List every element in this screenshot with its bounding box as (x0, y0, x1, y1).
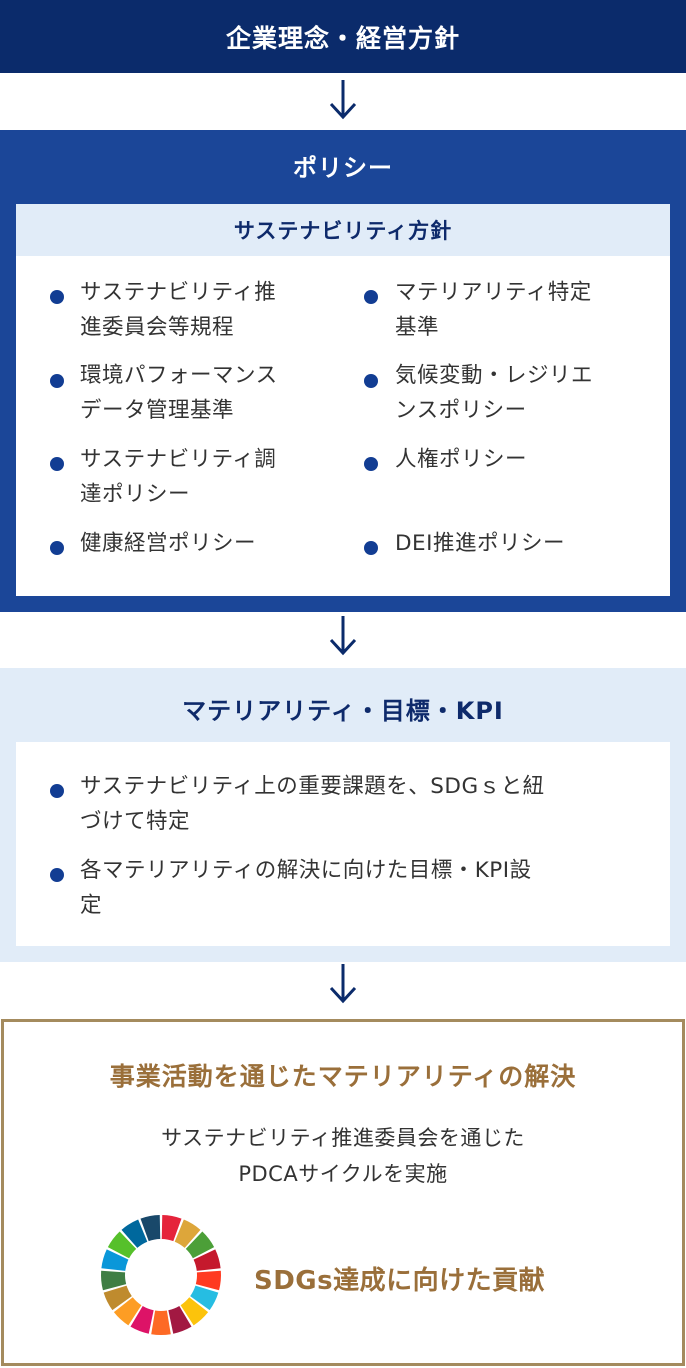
bullet-dot (364, 457, 378, 471)
sdg-wheel-segment (190, 1285, 219, 1311)
down-arrow-icon (329, 616, 357, 656)
policy-item-line: 達ポリシー (80, 482, 191, 507)
policy-item-line: 健康経営ポリシー (80, 531, 257, 556)
policy-item: 健康経営ポリシー (80, 526, 342, 561)
materiality-item-line: づけて特定 (80, 809, 191, 834)
pdca-description-line: PDCAサイクルを実施 (238, 1162, 448, 1186)
bullet-dot (364, 290, 378, 304)
sdg-wheel-segment (161, 1215, 182, 1242)
sdg-wheel-segment (103, 1285, 132, 1311)
materiality-item-line: サステナビリティ上の重要課題を、SDGｓと紐 (80, 774, 545, 799)
policy-item-line: 進委員会等規程 (80, 315, 235, 340)
bullet-dot (50, 290, 64, 304)
bullet-dot (50, 374, 64, 388)
materiality-box (16, 742, 670, 946)
sdg-wheel-segment (113, 1297, 142, 1326)
sdg-wheel-segment (180, 1297, 209, 1326)
materiality-item: 各マテリアリティの解決に向けた目標・KPI設 定 (80, 853, 630, 923)
sdg-wheel-segment (101, 1249, 129, 1271)
materiality-item: サステナビリティ上の重要課題を、SDGｓと紐 づけて特定 (80, 769, 630, 839)
bullet-dot (50, 868, 64, 882)
down-arrow-icon (329, 80, 357, 120)
policy-item: サステナビリティ推 進委員会等規程 (80, 275, 342, 345)
policy-item-line: DEI推進ポリシー (395, 531, 565, 556)
policy-item-line: サステナビリティ推 (80, 280, 277, 305)
sdg-wheel-segment (195, 1270, 221, 1291)
sdg-wheel-segment (101, 1270, 127, 1291)
sdg-wheel-segment (174, 1219, 201, 1248)
sdg-wheel-segment (185, 1231, 215, 1259)
policy-item-line: 環境パフォーマンス (80, 363, 278, 388)
policy-item-line: ンスポリシー (395, 398, 527, 423)
materiality-item-line: 定 (80, 893, 103, 918)
policy-item-line: サステナビリティ調 (80, 447, 277, 472)
policy-item-line: 基準 (395, 315, 440, 340)
policy-item: マテリアリティ特定 基準 (395, 275, 657, 345)
policy-item-line: マテリアリティ特定 (395, 280, 592, 305)
bullet-dot (50, 457, 64, 471)
policy-box (16, 204, 670, 596)
sdg-wheel-segment (107, 1231, 137, 1259)
pdca-description-line: サステナビリティ推進委員会を通じた (161, 1126, 525, 1150)
sdg-wheel-segment (130, 1305, 154, 1334)
policy-item-line: データ管理基準 (80, 398, 235, 423)
materiality-item-line: 各マテリアリティの解決に向けた目標・KPI設 (80, 858, 532, 883)
policy-item: 人権ポリシー (395, 442, 657, 477)
policy-item: 環境パフォーマンス データ管理基準 (80, 358, 342, 428)
materiality-title: マテリアリティ・目標・KPI (182, 697, 504, 725)
sdg-wheel-segment (168, 1305, 192, 1334)
bullet-dot (364, 541, 378, 555)
bullet-dot (364, 374, 378, 388)
sdg-contribution-label: SDGs達成に向けた貢献 (254, 1266, 546, 1296)
philosophy-header: 企業理念・経営方針 (0, 0, 686, 73)
bullet-dot (50, 541, 64, 555)
sdg-wheel-icon (101, 1215, 221, 1335)
down-arrow-icon (329, 964, 357, 1004)
policy-item: DEI推進ポリシー (395, 526, 657, 561)
business-activity-title: 事業活動を通じたマテリアリティの解決 (109, 1062, 577, 1091)
policy-item: サステナビリティ調 達ポリシー (80, 442, 342, 512)
policy-item-line: 人権ポリシー (395, 447, 528, 472)
sustainability-policy-heading: サステナビリティ方針 (16, 204, 670, 256)
sdg-wheel-segment (193, 1249, 221, 1271)
bullet-dot (50, 784, 64, 798)
sdg-wheel-segment (140, 1215, 161, 1242)
sdg-wheel-segment (121, 1219, 148, 1248)
policy-item: 気候変動・レジリエ ンスポリシー (395, 358, 657, 428)
pdca-description: サステナビリティ推進委員会を通じた PDCAサイクルを実施 (0, 1120, 686, 1192)
policy-item-line: 気候変動・レジリエ (395, 363, 594, 388)
sdg-wheel-segment (151, 1310, 171, 1335)
policy-title: ポリシー (293, 154, 393, 182)
